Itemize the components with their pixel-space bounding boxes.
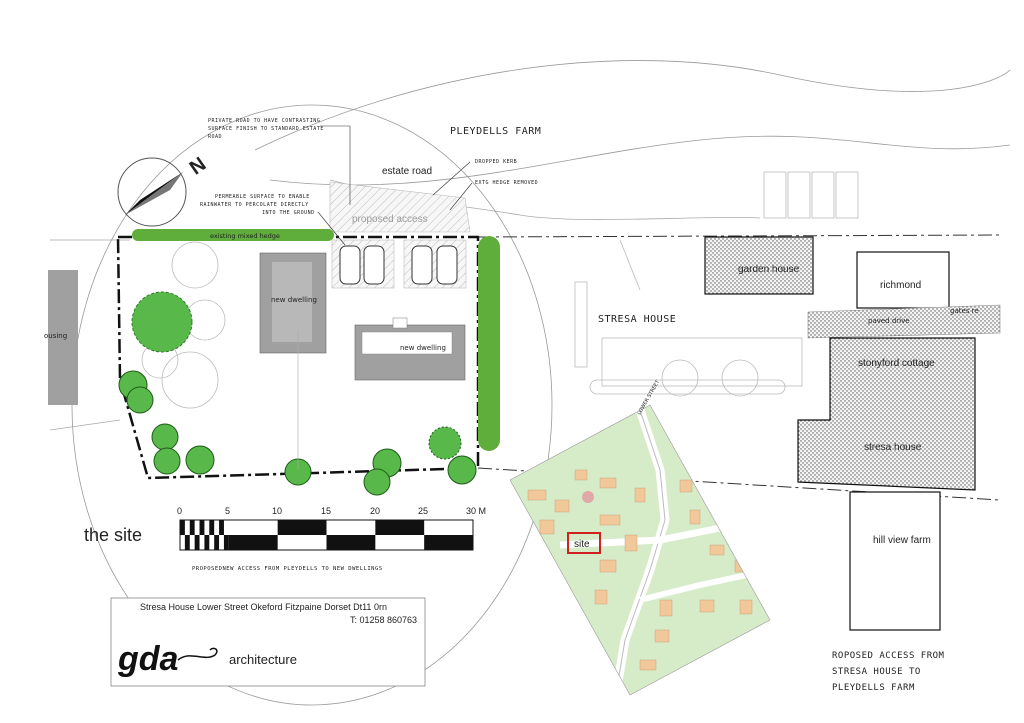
tree-icon <box>428 426 462 460</box>
stresa-house-building <box>797 337 976 491</box>
svg-text:ROAD: ROAD <box>208 134 222 140</box>
side-hedge <box>478 236 500 451</box>
scale-block <box>199 520 205 535</box>
new-dwelling-2-label: new dwelling <box>400 344 446 352</box>
roposed-access-line-1: ROPOSED ACCESS FROM <box>832 651 945 661</box>
road-edge-mid <box>269 135 1011 186</box>
scale-block <box>228 535 278 550</box>
existing-hedge <box>132 229 334 241</box>
scale-tick-15: 15 <box>321 506 331 516</box>
scale-tick-30m: 30 M <box>466 506 486 516</box>
scale-tick-25: 25 <box>418 506 428 516</box>
garden-house-building <box>704 236 814 295</box>
title-block-address: Stresa House Lower Street Okeford Fitzpa… <box>140 602 387 612</box>
scale-tick-0: 0 <box>177 506 182 516</box>
car-icon <box>436 245 458 285</box>
location-map <box>510 405 770 695</box>
note-permeable: PERMEABLE SURFACE TO ENABLE RAINWATER TO… <box>200 194 346 246</box>
stresa-house-label: stresa house <box>864 442 922 453</box>
scale-block <box>194 535 200 550</box>
road-edge-top <box>254 60 1011 151</box>
new-dwelling-1-label: new dwelling <box>271 296 317 304</box>
pleydells-farm-label: PLEYDELLS FARM <box>450 126 541 137</box>
north-arrow <box>117 157 187 227</box>
scale-tick-10: 10 <box>272 506 282 516</box>
trees <box>118 291 477 496</box>
richmond-building <box>856 251 950 309</box>
scale-block <box>424 535 473 550</box>
scale-block <box>326 535 376 550</box>
scale-block <box>184 535 190 550</box>
scale-block <box>219 520 224 535</box>
proposed-access-area <box>329 181 471 233</box>
neighbour-building <box>48 270 78 405</box>
scale-block <box>180 520 185 535</box>
existing-hedge-label: existing mixed hedge <box>210 232 280 240</box>
the-site-title: the site <box>84 525 142 545</box>
paved-drive <box>807 304 1001 339</box>
svg-text:INTO THE GROUND: INTO THE GROUND <box>262 210 315 216</box>
logo-swirl <box>177 647 218 661</box>
svg-text:RAINWATER TO PERCOLATE DIRECTL: RAINWATER TO PERCOLATE DIRECTLY <box>200 202 309 208</box>
scale-tick-20: 20 <box>370 506 380 516</box>
scale-bar: 0 5 10 15 20 25 30 M <box>177 506 486 551</box>
note-dropped-kerb: DROPPED KERB <box>432 159 517 196</box>
scale-block <box>189 520 195 535</box>
tree-icon <box>126 386 154 414</box>
location-site-marker <box>567 532 601 554</box>
paved-drive-label: paved drive <box>868 317 910 325</box>
hill-view-farm-label: hill view farm <box>873 535 931 546</box>
svg-text:PRIVATE ROAD TO HAVE CONTRASTI: PRIVATE ROAD TO HAVE CONTRASTING <box>208 118 320 124</box>
note-private-road: PRIVATE ROAD TO HAVE CONTRASTING SURFACE… <box>208 118 351 205</box>
garden-house-label: garden house <box>738 264 800 275</box>
housing-label: ousing <box>44 332 67 340</box>
tree-icon <box>153 447 181 475</box>
stonyford-cottage-label: stonyford cottage <box>858 358 935 369</box>
tree-icon <box>447 455 477 485</box>
car-icon <box>363 245 385 285</box>
car-icon <box>411 245 433 285</box>
proposed-access-caption: PROPOSEDNEW ACCESS FROM PLEYDELLS TO NEW… <box>192 566 383 572</box>
svg-text:DROPPED KERB: DROPPED KERB <box>475 159 517 165</box>
svg-text:EXTG HEDGE REMOVED: EXTG HEDGE REMOVED <box>475 180 538 186</box>
stresa-house-hand-label: STRESA HOUSE <box>598 314 676 325</box>
north-label: N <box>186 153 210 179</box>
proposed-access-label: proposed access <box>352 214 428 225</box>
title-block-firm: architecture <box>229 652 297 667</box>
estate-road-label: estate road <box>382 166 432 177</box>
scale-block <box>277 520 327 535</box>
richmond-label: richmond <box>880 280 921 291</box>
parking-bays <box>331 239 467 289</box>
scale-block <box>375 520 425 535</box>
scale-block <box>214 535 220 550</box>
scale-block <box>209 520 215 535</box>
scale-tick-5: 5 <box>225 506 230 516</box>
faint-outlines <box>574 239 803 397</box>
roposed-access-line-3: PLEYDELLS FARM <box>832 683 915 693</box>
tree-icon <box>151 423 179 451</box>
tree-icon <box>185 445 215 475</box>
outbuildings <box>763 171 859 219</box>
site-boundary <box>116 235 480 480</box>
title-block <box>110 597 426 687</box>
location-site-label: site <box>574 539 590 550</box>
title-block-phone: T: 01258 860763 <box>350 615 417 625</box>
note-hedge-removed: EXTG HEDGE REMOVED <box>449 180 538 211</box>
scale-block <box>223 535 229 550</box>
large-tree-icon <box>131 291 193 353</box>
roposed-access-line-2: STRESA HOUSE TO <box>832 667 921 677</box>
gda-logo: gda <box>117 640 178 678</box>
svg-text:PERMEABLE SURFACE TO ENABLE: PERMEABLE SURFACE TO ENABLE <box>215 194 310 200</box>
scale-block <box>204 535 210 550</box>
gates-label: gates re <box>950 307 979 315</box>
svg-text:SURFACE FINISH TO STANDARD EST: SURFACE FINISH TO STANDARD ESTATE <box>208 126 324 132</box>
hill-view-farm-building <box>849 491 941 631</box>
car-icon <box>339 245 361 285</box>
tree-icon <box>363 468 391 496</box>
